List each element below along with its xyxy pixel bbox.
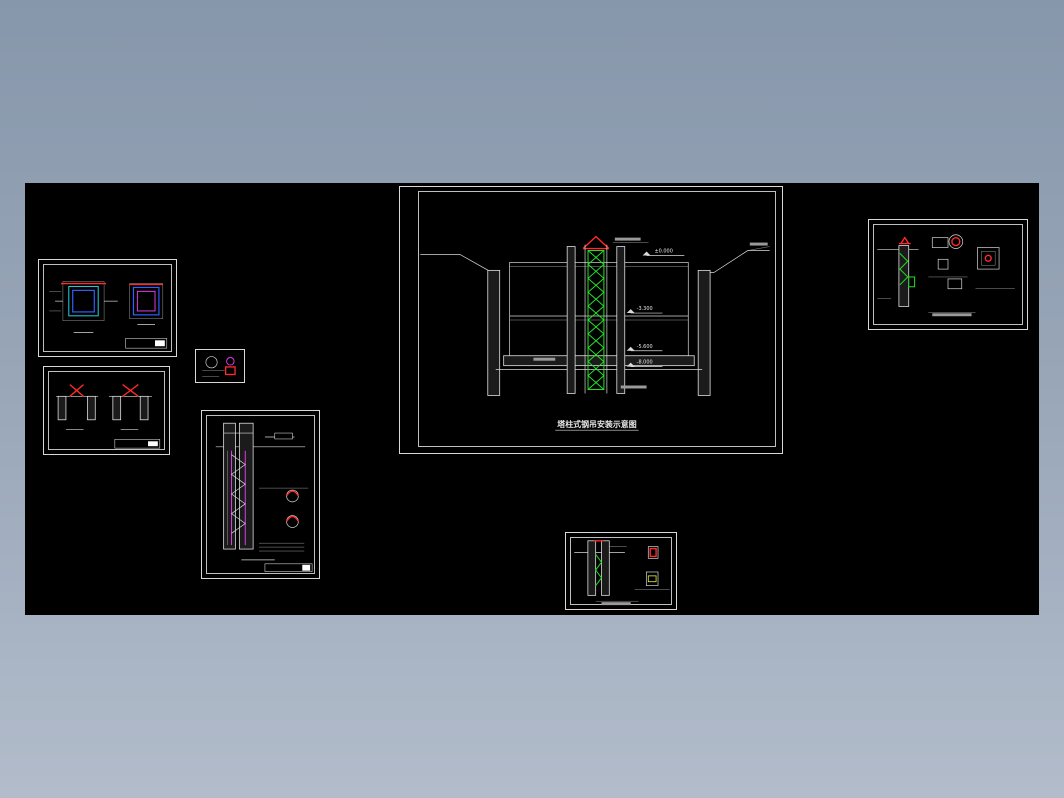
drawing-sheet-plan-a[interactable]	[38, 259, 177, 357]
detail-f-drawing	[877, 234, 1015, 317]
drawing-sheet-detail-f[interactable]	[868, 219, 1028, 330]
section-b-drawing	[56, 384, 161, 449]
drawing-sheet-main[interactable]: ±0.000 -3.300 -5.600 -8.000 塔柱式钢吊安装示意图	[399, 186, 783, 454]
elev-low-label: -5.600	[637, 344, 653, 350]
elev-top-label: ±0.000	[655, 249, 673, 255]
drawing-sheet-section-b[interactable]	[43, 366, 170, 455]
cad-canvas[interactable]: ±0.000 -3.300 -5.600 -8.000 塔柱式钢吊安装示意图	[25, 183, 1039, 615]
drawing-sheet-rebar-d[interactable]	[201, 410, 320, 579]
detail-c-drawing	[202, 356, 236, 377]
drawing-sheet-detail-c[interactable]	[195, 349, 245, 383]
plan-a-drawing	[49, 281, 168, 349]
elev-mid-label: -3.300	[637, 306, 653, 312]
drawing-sheet-detail-e[interactable]	[565, 532, 677, 610]
rebar-d-drawing	[215, 422, 313, 572]
detail-e-drawing	[574, 540, 670, 606]
main-elevation-drawing: ±0.000 -3.300 -5.600 -8.000 塔柱式钢吊安装示意图	[420, 235, 770, 431]
elev-bottom-label: -8.000	[637, 360, 653, 366]
main-drawing-title: 塔柱式钢吊安装示意图	[557, 419, 636, 429]
